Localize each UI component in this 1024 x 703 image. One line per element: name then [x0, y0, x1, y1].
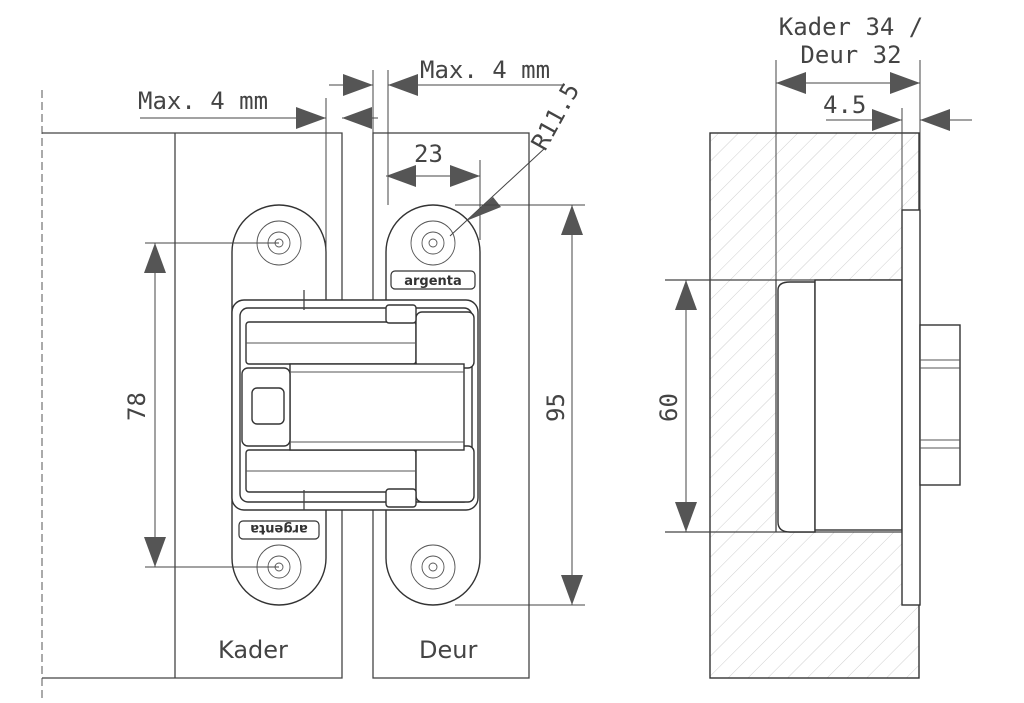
dimension-max-gap-right: Max. 4 mm: [329, 56, 565, 205]
max-gap-left-label: Max. 4 mm: [138, 87, 268, 115]
hinge-section: [777, 209, 961, 606]
dimension-height-95: 95: [455, 204, 585, 606]
section-depth-label-line2: Deur 32: [800, 41, 901, 69]
radius-label: R11.5: [526, 78, 586, 155]
section-depth-label-line1: Kader 34 /: [779, 13, 924, 41]
dimension-offset-45: 4.5: [823, 91, 972, 210]
offset-45-label: 4.5: [823, 91, 866, 119]
dimension-max-gap-left: Max. 4 mm: [138, 87, 378, 300]
dimension-height-60: 60: [655, 280, 697, 532]
brand-label: argenta: [404, 274, 462, 289]
screw-hole-icon: [410, 220, 456, 266]
front-view: argenta argenta: [41, 56, 586, 700]
dimension-width-23: 23: [386, 140, 481, 240]
max-gap-right-label: Max. 4 mm: [420, 56, 550, 84]
height-78-label: 78: [123, 392, 151, 421]
radius-callout: R11.5: [449, 78, 586, 237]
brand-logo: [390, 270, 476, 290]
height-60-label: 60: [655, 393, 683, 422]
width-23-label: 23: [414, 140, 443, 168]
height-95-label: 95: [542, 393, 570, 422]
screw-hole-icon: [410, 544, 456, 590]
hinge-mechanism: [231, 290, 479, 511]
section-view: Kader 34 / Deur 32 4.5 60: [655, 13, 972, 679]
kader-label: Kader: [218, 636, 288, 664]
brand-logo: [238, 520, 320, 540]
brand-label: argenta: [250, 521, 308, 536]
deur-label: Deur: [419, 636, 477, 664]
dimension-height-78: 78: [123, 242, 279, 568]
dimension-depth: Kader 34 / Deur 32: [775, 13, 924, 280]
